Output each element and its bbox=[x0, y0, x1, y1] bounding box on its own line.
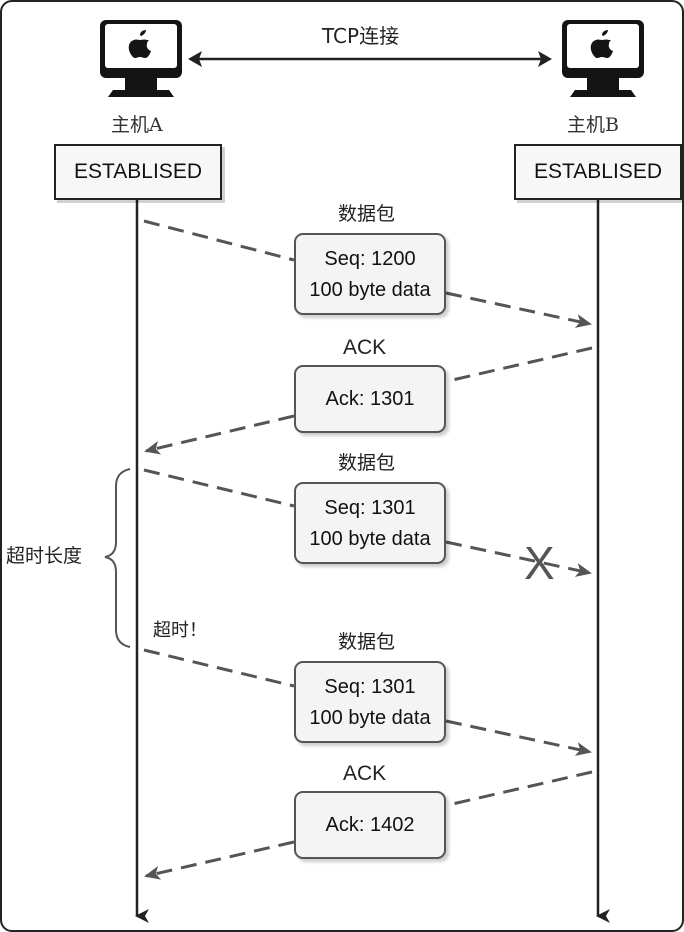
computer-icon bbox=[562, 20, 644, 97]
segment-arrow bbox=[143, 648, 592, 756]
packet-title: 数据包 bbox=[338, 452, 396, 474]
packet-title: ACK bbox=[343, 336, 387, 359]
packet-box: Seq: 1200 100 byte data bbox=[294, 233, 446, 315]
packet-box: Ack: 1301 bbox=[294, 365, 446, 433]
packet-payload: 100 byte data bbox=[309, 278, 431, 301]
packet-seq: Seq: 1301 bbox=[324, 675, 416, 698]
packet-box: Seq: 1301 100 byte data bbox=[294, 661, 446, 743]
computer-icon bbox=[100, 20, 182, 97]
segment-arrow bbox=[143, 468, 592, 577]
timeout-brace bbox=[104, 468, 131, 648]
packet-payload: 100 byte data bbox=[309, 527, 431, 550]
packet-title: 数据包 bbox=[338, 203, 396, 225]
packet-ack: Ack: 1402 bbox=[325, 814, 415, 836]
packet-seq: Seq: 1200 bbox=[324, 247, 416, 270]
tcp-connection-arrow bbox=[188, 51, 552, 67]
packet-box: Seq: 1301 100 byte data bbox=[294, 482, 446, 564]
lost-marker: X bbox=[524, 537, 555, 589]
timeout-length-label: 超时长度 bbox=[6, 545, 83, 567]
host-a-state-box: ESTABLISED bbox=[54, 144, 222, 200]
host-b-label: 主机B bbox=[567, 114, 619, 136]
packet-title: ACK bbox=[343, 762, 387, 785]
packet-title: 数据包 bbox=[338, 631, 396, 653]
packet-seq: Seq: 1301 bbox=[324, 496, 416, 519]
connection-label: TCP连接 bbox=[322, 24, 400, 48]
packet-box: Ack: 1402 bbox=[294, 791, 446, 859]
host-b-state-box: ESTABLISED bbox=[514, 144, 682, 200]
segment-arrow bbox=[143, 219, 592, 328]
packet-ack: Ack: 1301 bbox=[325, 388, 415, 410]
segment-arrow bbox=[144, 346, 593, 455]
host-a-label: 主机A bbox=[111, 114, 163, 136]
timeout-label: 超时！ bbox=[153, 620, 207, 641]
segment-arrow bbox=[144, 770, 593, 880]
packet-payload: 100 byte data bbox=[309, 706, 431, 729]
